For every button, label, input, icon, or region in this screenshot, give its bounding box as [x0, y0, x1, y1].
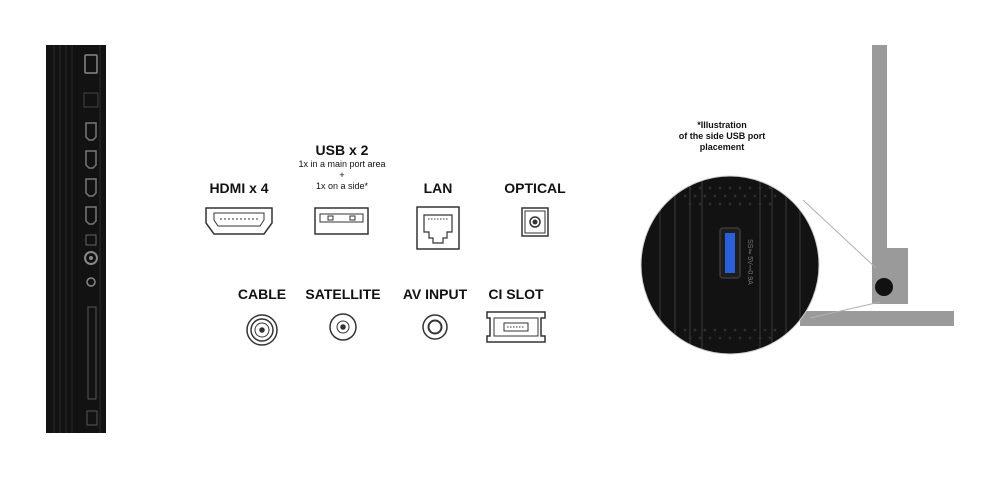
cable-label: CABLE	[237, 286, 287, 302]
tv-back-panel	[46, 45, 106, 433]
usb-note-plus: +	[339, 170, 345, 180]
lan-label: LAN	[423, 180, 453, 196]
satellite-label: SATELLITE	[305, 286, 381, 302]
panel-hdmi-port-4	[85, 206, 97, 225]
panel-usb-port	[84, 54, 98, 74]
side-note-line2: of the side USB port	[678, 131, 766, 141]
tv-side-panel	[872, 45, 887, 303]
usb-label: USB x 2	[315, 142, 369, 158]
satellite-icon	[329, 313, 357, 341]
usb-note-line1: 1x in a main port area	[298, 159, 386, 169]
usb-blue-tongue	[725, 233, 735, 273]
cable-icon	[246, 314, 278, 346]
side-usb-location	[875, 278, 893, 296]
panel-lan-port	[83, 92, 99, 108]
usb-note-line2: 1x on a side*	[315, 181, 369, 191]
panel-hdmi-port-2	[85, 150, 97, 169]
optical-icon	[521, 207, 549, 237]
tv-side-bulge	[872, 248, 908, 304]
side-note-line1: *Illustration	[697, 120, 747, 130]
hdmi-label: HDMI x 4	[209, 180, 269, 196]
usb-icon	[314, 207, 369, 235]
av-input-label: AV INPUT	[402, 286, 468, 302]
lan-icon	[416, 206, 460, 250]
ci-slot-icon	[486, 311, 546, 343]
ci-slot-label: CI SLOT	[488, 286, 544, 302]
hdmi-icon	[205, 207, 273, 235]
tv-stand-base	[800, 311, 954, 326]
panel-hdmi-port-1	[85, 122, 97, 141]
panel-hdmi-port-3	[85, 178, 97, 197]
panel-ci-slot	[87, 306, 97, 400]
usb-port-marking: SS⇋ 5V⎓0.9A	[746, 239, 753, 285]
tv-back-panel-ports	[53, 45, 101, 433]
optical-label: OPTICAL	[504, 180, 566, 196]
av-input-icon	[422, 314, 448, 340]
side-note-line3: placement	[699, 142, 745, 152]
zoom-circle	[641, 176, 819, 354]
panel-coax-port	[84, 251, 98, 265]
